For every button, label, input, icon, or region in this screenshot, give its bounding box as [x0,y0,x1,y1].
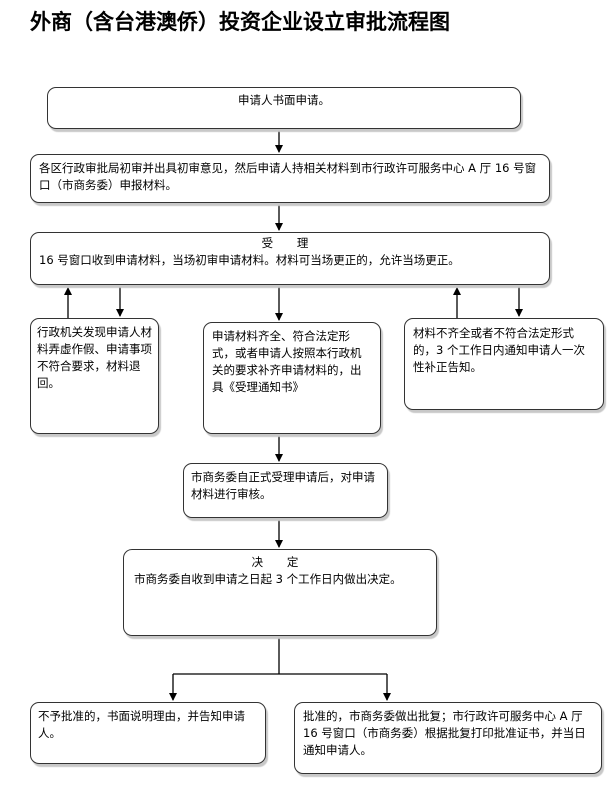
step-apply-text: 申请人书面申请。 [238,93,330,107]
step-decide: 决 定 市商务委自收到申请之日起 3 个工作日内做出决定。 [123,549,437,636]
step-incomplete: 材料不齐全或者不符合法定形式的，3 个工作日内通知申请人一次性补正告知。 [404,318,604,410]
step-decide-heading: 决 定 [251,555,309,569]
step-deny-text: 不予批准的，书面说明理由，并告知申请人。 [38,709,245,740]
step-accept-text: 16 号窗口收到申请材料，当场初审申请材料。材料可当场更正的，允许当场更正。 [39,253,460,267]
step-review-text: 市商务委自正式受理申请后，对申请材料进行审核。 [191,470,375,501]
step-approve: 批准的，市商务委做出批复；市行政许可服务中心 A 厅 16 号窗口（市商务委）根… [294,702,602,774]
step-preliminary: 各区行政审批局初审并出具初审意见，然后申请人持相关材料到市行政许可服务中心 A … [30,154,550,203]
step-reject-false: 行政机关发现申请人材料弄虚作假、申请事项不符合要求，材料退回。 [30,318,159,434]
step-accept-notice: 申请材料齐全、符合法定形式，或者申请人按照本行政机关的要求补齐申请材料的，出具《… [203,322,381,434]
step-apply: 申请人书面申请。 [47,87,521,129]
step-accept: 受 理 16 号窗口收到申请材料，当场初审申请材料。材料可当场更正的，允许当场更… [30,232,550,285]
step-accept-heading: 受 理 [261,236,319,250]
step-reject-false-text: 行政机关发现申请人材料弄虚作假、申请事项不符合要求，材料退回。 [37,325,152,390]
step-preliminary-text: 各区行政审批局初审并出具初审意见，然后申请人持相关材料到市行政许可服务中心 A … [39,161,537,192]
step-deny: 不予批准的，书面说明理由，并告知申请人。 [30,702,266,764]
page-title: 外商（含台港澳侨）投资企业设立审批流程图 [30,9,450,34]
step-incomplete-text: 材料不齐全或者不符合法定形式的，3 个工作日内通知申请人一次性补正告知。 [413,326,585,374]
step-decide-text: 市商务委自收到申请之日起 3 个工作日内做出决定。 [134,572,402,586]
step-review: 市商务委自正式受理申请后，对申请材料进行审核。 [183,463,388,518]
step-approve-text: 批准的，市商务委做出批复；市行政许可服务中心 A 厅 16 号窗口（市商务委）根… [303,709,586,757]
step-accept-notice-text: 申请材料齐全、符合法定形式，或者申请人按照本行政机关的要求补齐申请材料的，出具《… [212,329,362,394]
